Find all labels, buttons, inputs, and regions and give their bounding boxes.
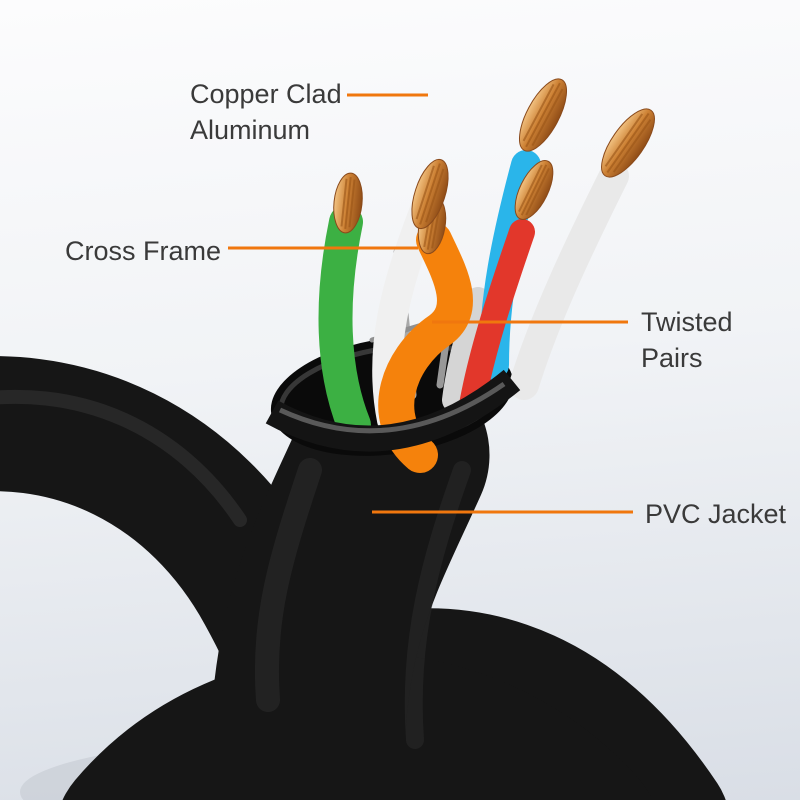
label-twisted-line1: Twisted (641, 307, 733, 337)
wire-white-right (509, 161, 629, 400)
label-twisted-pairs: Twisted Pairs (641, 304, 733, 377)
jacket-front-lip (265, 369, 521, 452)
copper-tip (411, 158, 449, 230)
label-copper-clad-line2: Aluminum (190, 115, 311, 146)
label-cross-frame: Cross Frame (65, 236, 222, 266)
copper-tip (601, 108, 655, 178)
wire-white-back (442, 287, 491, 413)
copper-tip (519, 78, 567, 152)
pvc-jacket (0, 356, 726, 800)
copper-tip (333, 172, 363, 234)
wire-orange (378, 222, 473, 473)
copper-tip (514, 160, 554, 220)
copper-strand-tips (333, 78, 655, 255)
twisted-pair-wires (318, 150, 629, 473)
label-copper-clad-line1: Copper Clad (190, 79, 342, 109)
label-copper-clad-aluminum: Copper Clad Aluminum (190, 76, 342, 149)
label-twisted-line2: Pairs (641, 343, 703, 374)
wire-green (318, 205, 371, 442)
label-pvc-jacket: PVC Jacket (645, 499, 787, 529)
wire-red (459, 219, 535, 418)
leader-lines (228, 93, 633, 514)
